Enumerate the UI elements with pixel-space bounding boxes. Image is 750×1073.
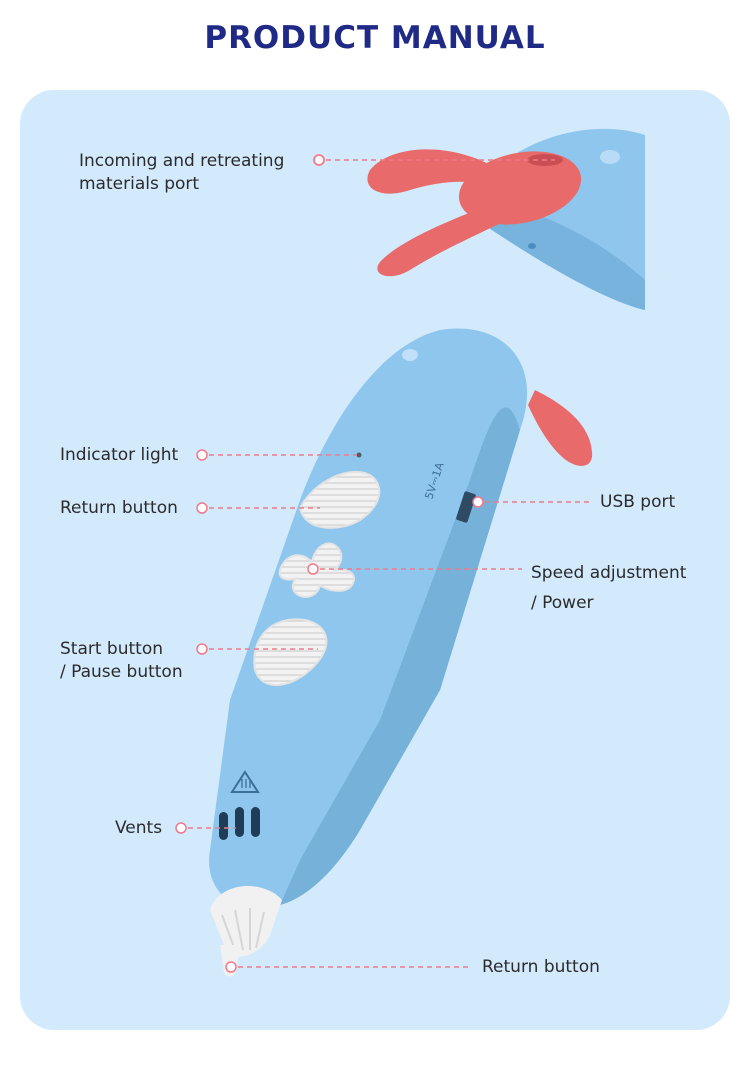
pen-top-view [367, 128, 645, 310]
usb-port-slot [456, 491, 476, 523]
start-pause-button[interactable] [253, 618, 328, 686]
callout-leaders [175, 154, 590, 973]
label-speed-line1: Speed adjustment [531, 563, 687, 583]
label-start-button: Start button / Pause button [60, 638, 183, 684]
label-start-line1: Start button [60, 639, 164, 659]
label-return-button: Return button [60, 498, 178, 518]
indicator-light [356, 452, 362, 458]
label-vents: Vents [115, 818, 163, 838]
label-start-line2: / Pause button [60, 662, 183, 682]
manual-panel: 5V⎓1A [20, 90, 730, 1030]
ear-back-icon [528, 390, 593, 466]
label-speed-adjustment: Speed adjustment / Power [531, 558, 686, 618]
label-materials-port: Incoming and retreating materials port [79, 150, 284, 196]
label-indicator-light: Indicator light [60, 445, 179, 465]
return-button[interactable] [298, 470, 381, 529]
label-materials-port-line1: Incoming and retreating [79, 151, 285, 171]
label-usb-port: USB port [600, 492, 676, 512]
pen-main-body: 5V⎓1A [209, 328, 593, 977]
page-title: PRODUCT MANUAL [204, 20, 546, 56]
pen-illustration: 5V⎓1A [175, 128, 645, 977]
heat-warning-icon [230, 770, 260, 793]
nozzle [210, 886, 282, 977]
ear-right-icon [377, 200, 515, 277]
label-return-button-nozzle: Return button [482, 957, 600, 977]
vents [219, 807, 260, 840]
label-materials-port-line2: materials port [79, 174, 200, 194]
label-speed-line2: / Power [531, 593, 594, 613]
